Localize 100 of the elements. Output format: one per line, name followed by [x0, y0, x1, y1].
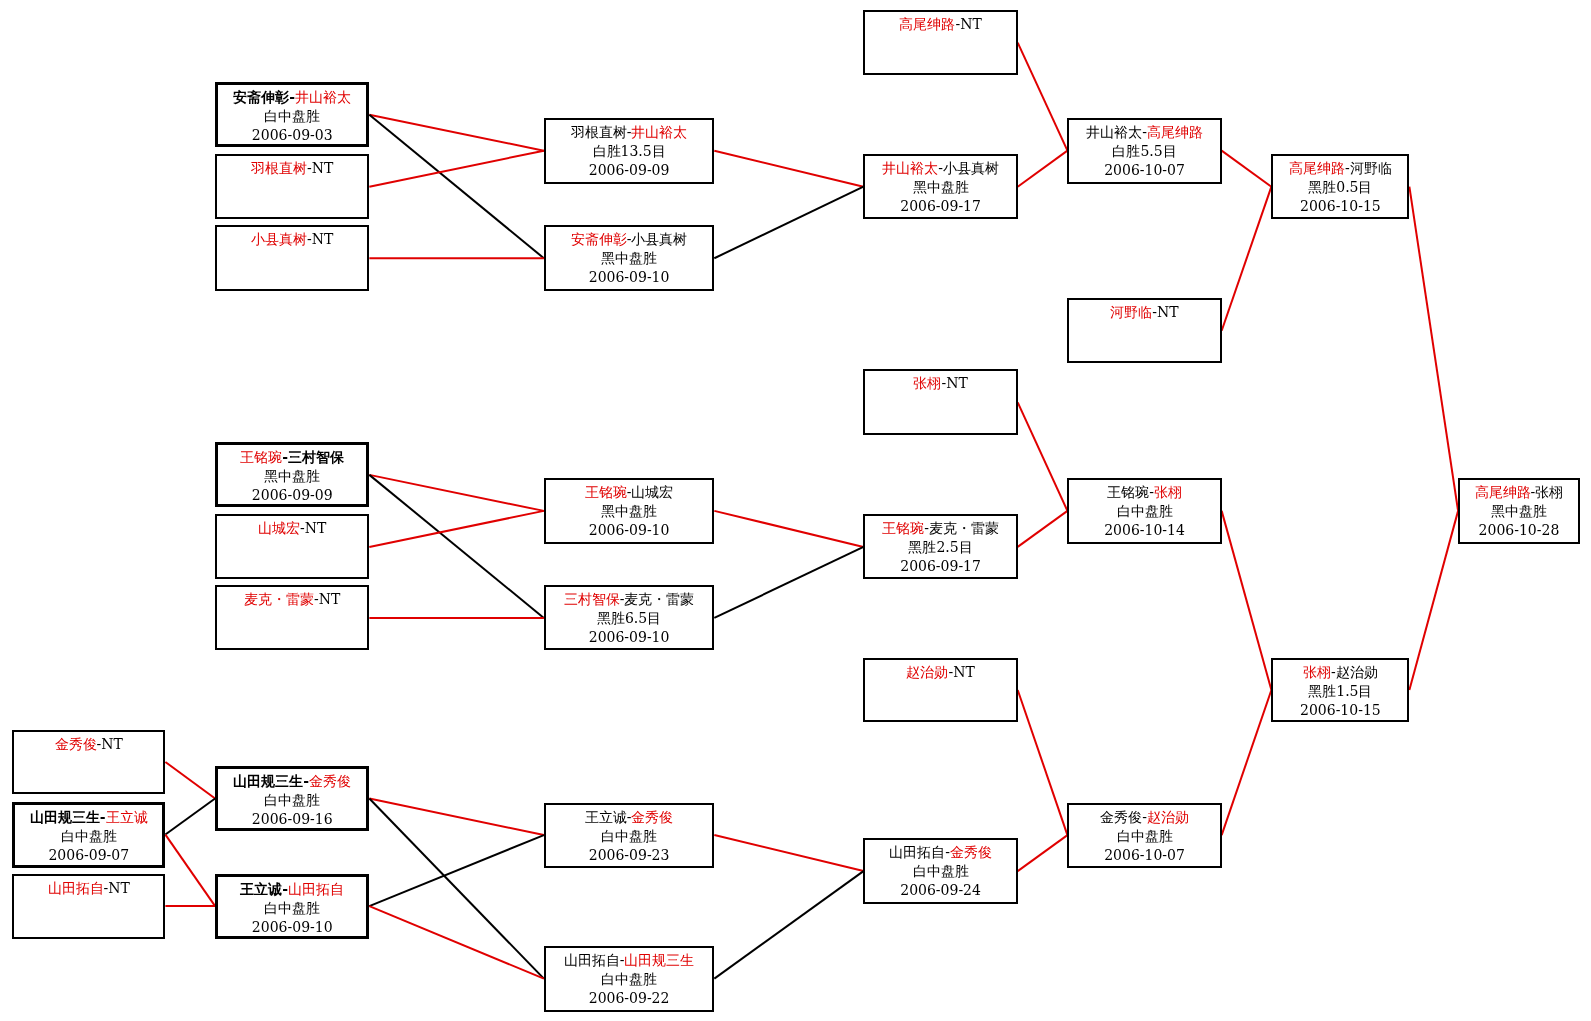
date-text: 2006-09-17	[899, 557, 982, 577]
match-box	[1067, 117, 1222, 184]
players-text: 羽根直树-NT	[250, 159, 335, 179]
match-box	[1067, 477, 1222, 544]
result-text: 白中盘胜	[263, 898, 322, 918]
date-text: 2006-09-09	[587, 160, 671, 180]
players-text: 山田拓自-山田规三生	[562, 950, 696, 970]
result-text: 白胜5.5目	[1111, 141, 1178, 161]
players-text: 王立诚-金秀俊	[583, 807, 675, 827]
entry-box	[215, 225, 370, 292]
match-box	[1271, 657, 1410, 723]
players-text: 王铭琬-三村智保	[239, 448, 346, 468]
result-text: 黑中盘胜	[600, 501, 659, 521]
bracket-line	[368, 473, 545, 619]
result-text: 白中盘胜	[1115, 826, 1174, 846]
bracket-line	[164, 905, 217, 908]
bracket-line	[713, 834, 865, 873]
bracket-line	[368, 797, 545, 837]
date-text: 2006-10-14	[1103, 520, 1186, 540]
bracket-line	[1220, 185, 1273, 332]
players-text: 高尾绅路-河野临	[1288, 159, 1393, 179]
date-text: 2006-09-10	[587, 520, 671, 540]
bracket-line	[368, 905, 545, 980]
result-text: 白中盘胜	[1115, 501, 1174, 521]
match-box	[543, 802, 715, 868]
result-text: 黑中盘胜	[911, 178, 970, 198]
match-box	[1458, 477, 1580, 544]
result-text: 白中盘胜	[911, 862, 970, 882]
bracket-line	[164, 761, 217, 800]
date-text: 2006-09-24	[899, 881, 982, 901]
bracket-line	[1016, 401, 1069, 512]
result-text: 白中盘胜	[59, 826, 118, 846]
date-text: 2006-10-07	[1103, 160, 1186, 180]
match-box	[12, 801, 166, 868]
date-text: 2006-09-22	[587, 988, 671, 1008]
match-box	[1067, 802, 1222, 868]
players-text: 小县真树-NT	[250, 230, 335, 250]
result-text: 黑中盘胜	[263, 467, 322, 487]
players-text: 山田拓自-金秀俊	[888, 843, 993, 863]
date-text: 2006-09-10	[587, 628, 671, 648]
match-box	[543, 945, 715, 1012]
result-text: 白中盘胜	[600, 826, 659, 846]
entry-box	[12, 729, 166, 795]
match-box	[215, 442, 370, 508]
entry-box	[863, 10, 1018, 76]
players-text: 麦克・雷蒙-NT	[243, 590, 342, 610]
bracket-line	[1016, 149, 1069, 188]
players-text: 安斋伸彰-井山裕太	[232, 88, 353, 108]
match-box	[215, 82, 370, 148]
players-text: 金秀俊-赵治勋	[1099, 807, 1190, 827]
players-text: 山城宏-NT	[257, 519, 328, 539]
bracket-line	[713, 185, 865, 260]
bracket-line	[368, 149, 545, 188]
result-text: 黑胜6.5目	[595, 609, 663, 629]
date-text: 2006-09-09	[250, 486, 334, 506]
players-text: 金秀俊-NT	[53, 734, 124, 754]
players-text: 三村智保-麦克・雷蒙	[562, 590, 696, 610]
result-text: 黑中盘胜	[600, 249, 659, 269]
players-text: 羽根直树-井山裕太	[569, 122, 689, 142]
bracket-line	[1408, 509, 1460, 691]
date-text: 2006-09-23	[587, 845, 671, 865]
bracket-line	[368, 113, 545, 260]
match-box	[863, 514, 1018, 580]
bracket-line	[164, 833, 217, 908]
bracket-line	[368, 257, 545, 260]
bracket-line	[713, 870, 865, 980]
bracket-line	[368, 473, 545, 512]
match-box	[1271, 154, 1410, 220]
entry-box	[863, 657, 1018, 723]
bracket-line	[368, 509, 545, 548]
bracket-line	[1016, 834, 1069, 873]
bracket-line	[368, 834, 545, 908]
entry-box	[215, 154, 370, 220]
date-text: 2006-10-07	[1103, 845, 1186, 865]
date-text: 2006-10-28	[1477, 520, 1561, 540]
entry-box	[863, 369, 1018, 436]
match-box	[863, 154, 1018, 220]
players-text: 王立诚-山田拓自	[239, 879, 346, 899]
players-text: 安斋伸彰-小县真树	[569, 230, 689, 250]
bracket-line	[1220, 149, 1273, 188]
date-text: 2006-10-15	[1299, 700, 1382, 720]
players-text: 高尾绅路-NT	[898, 15, 983, 35]
players-text: 井山裕太-高尾绅路	[1085, 122, 1204, 142]
entry-box	[215, 514, 370, 580]
bracket-line	[368, 616, 545, 619]
result-text: 黑胜2.5目	[907, 538, 974, 558]
result-text: 白中盘胜	[263, 791, 322, 811]
date-text: 2006-09-07	[47, 845, 131, 865]
bracket-line	[713, 509, 865, 548]
players-text: 河野临-NT	[1109, 303, 1180, 323]
bracket-line	[164, 797, 217, 836]
date-text: 2006-09-03	[250, 126, 334, 146]
players-text: 张栩-NT	[912, 374, 969, 394]
entry-box	[12, 873, 166, 939]
result-text: 黑胜0.5目	[1307, 178, 1374, 198]
match-box	[543, 477, 715, 544]
match-box	[543, 585, 715, 651]
entry-box	[215, 585, 370, 651]
match-box	[543, 117, 715, 184]
result-text: 白胜13.5目	[591, 141, 667, 161]
